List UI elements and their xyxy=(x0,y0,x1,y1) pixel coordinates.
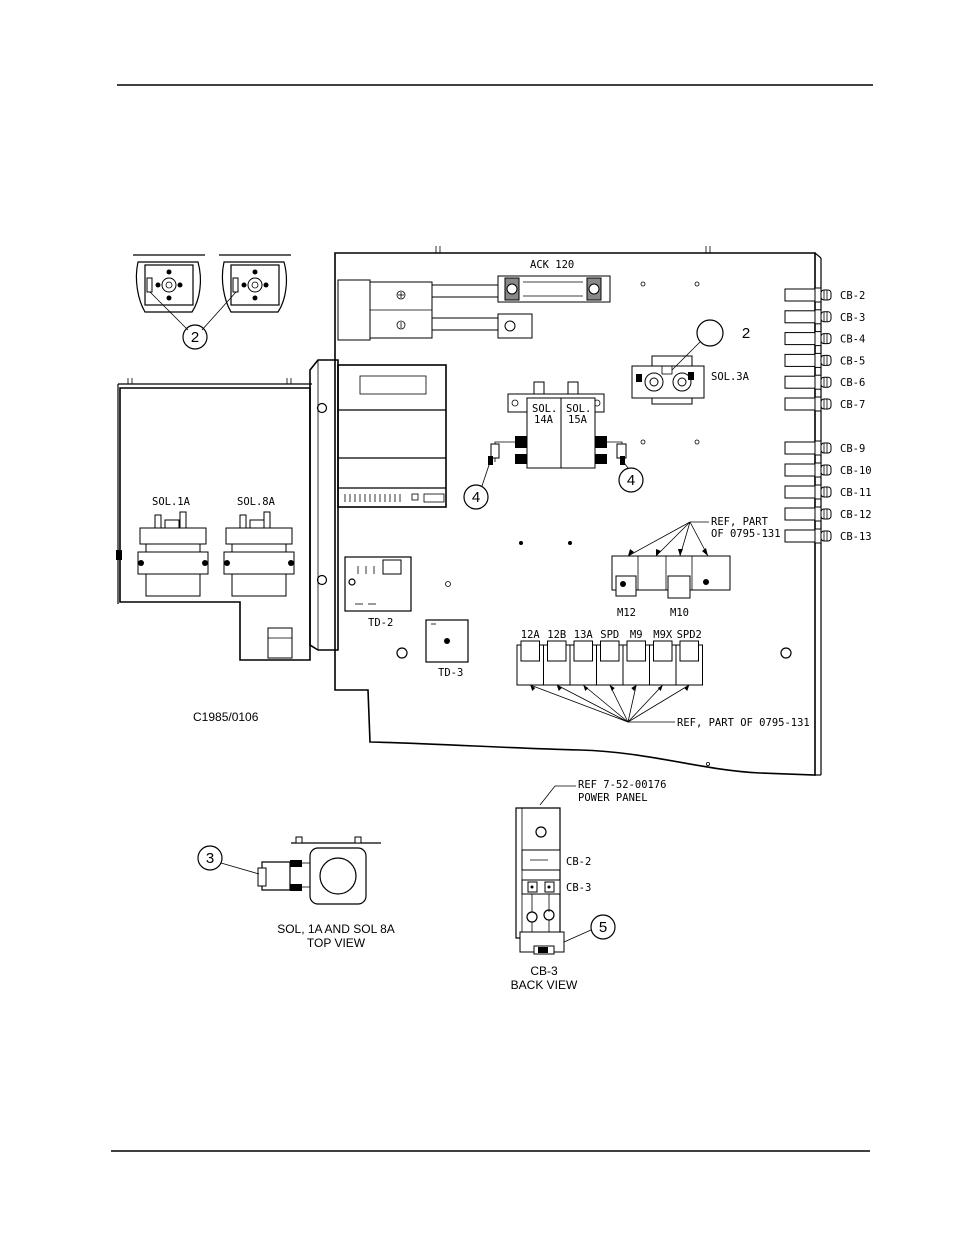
breaker-label: CB-9 xyxy=(840,443,865,455)
callout-left-relay: 4 xyxy=(463,461,491,510)
breaker-column: CB-2CB-3CB-4CB-5CB-6CB-7CB-9CB-10CB-11CB… xyxy=(784,287,872,544)
breaker-label: CB-3 xyxy=(840,312,865,324)
breaker-label: CB-5 xyxy=(840,355,865,367)
relay-label: M9 xyxy=(630,629,643,641)
breaker-cb-12: CB-12 xyxy=(784,506,872,522)
breaker-label: CB-11 xyxy=(840,487,872,499)
ack-120-label: ACK 120 xyxy=(530,259,574,271)
sol-8a-label: SOL.8A xyxy=(237,496,276,508)
callout-right-relay: 4 xyxy=(618,459,644,493)
breaker-label: CB-7 xyxy=(840,399,865,411)
sol-1a-label: SOL.1A xyxy=(152,496,191,508)
breaker-cb-3: CB-3 xyxy=(784,309,865,325)
relay-label: SPD xyxy=(600,629,619,641)
callout-top-left-number: 2 xyxy=(191,329,199,346)
relay-row: REF, PART OF 0795-131 12A 12B 13A SPD M9 M9X S… xyxy=(516,629,810,729)
cb3-back-caption-line1: CB-3 xyxy=(530,964,558,978)
breaker-cb-9: CB-9 xyxy=(784,440,865,456)
power-panel-ref-line1: REF 7-52-00176 xyxy=(578,779,667,791)
breaker-label: CB-10 xyxy=(840,465,872,477)
td-3-module: TD-3 xyxy=(396,541,792,679)
relay-12b: 12B xyxy=(543,629,629,723)
breaker-cb-11: CB-11 xyxy=(784,484,872,500)
m10-label: M10 xyxy=(670,607,689,619)
callout-right-relay-number: 4 xyxy=(627,472,635,489)
breaker-label: CB-6 xyxy=(840,377,865,389)
callout-sol3a: 2 xyxy=(671,319,750,371)
callout-cb3-back-number: 5 xyxy=(599,919,607,936)
breaker-label: CB-13 xyxy=(840,531,872,543)
td-2-label: TD-2 xyxy=(368,617,393,629)
power-panel-cb3-label: CB-3 xyxy=(566,882,591,894)
breaker-cb-6: CB-6 xyxy=(784,374,865,390)
sol-top-view: 3 SOL, 1A AND SOL 8A TOP VIEW xyxy=(197,836,395,950)
breaker-cb-13: CB-13 xyxy=(784,528,872,544)
sol-top-view-caption-line2: TOP VIEW xyxy=(307,936,366,950)
sol-1a-8a-assembly: SOL.1A SOL.8A xyxy=(116,496,295,597)
m12-m10-assembly: M12 M10 REF, PART OF 0795-131 xyxy=(611,516,781,619)
sol-3a-assembly: SOL.3A xyxy=(631,355,750,405)
breaker-cb-7: CB-7 xyxy=(784,396,865,412)
controller-module xyxy=(337,364,447,508)
relay-spd2: SPD2 xyxy=(627,629,703,723)
relay-12a: 12A xyxy=(516,629,629,723)
breaker-label: CB-12 xyxy=(840,509,872,521)
callout-left-relay-number: 4 xyxy=(472,489,480,506)
breaker-cb-4: CB-4 xyxy=(784,331,865,347)
breaker-label: CB-2 xyxy=(840,290,865,302)
cb3-back-caption-line2: BACK VIEW xyxy=(511,978,578,992)
relay-label: 13A xyxy=(574,629,594,641)
left-side-panel xyxy=(117,359,339,661)
breaker-cb-5: CB-5 xyxy=(784,352,865,368)
relay-label: 12A xyxy=(521,629,541,641)
td-2-module: TD-2 xyxy=(344,556,451,629)
sol-14a-label-line1: SOL. xyxy=(532,403,557,415)
ref-note-upper-line1: REF, PART xyxy=(711,516,769,528)
callout-sol-top-view-number: 3 xyxy=(206,850,214,867)
breaker-label: CB-4 xyxy=(840,334,865,346)
sol-15a-label-line1: SOL. xyxy=(566,403,591,415)
sol-15a-label-line2: 15A xyxy=(568,414,588,426)
sol-14a-label-line2: 14A xyxy=(534,414,554,426)
ref-note-upper-line2: OF 0795-131 xyxy=(711,528,781,540)
relay-m9x: M9X xyxy=(627,629,677,723)
relay-label: 12B xyxy=(547,629,566,641)
ref-note-lower: REF, PART OF 0795-131 xyxy=(677,717,810,729)
power-panel-detail: REF 7-52-00176 POWER PANEL CB-2 CB-3 5 C… xyxy=(511,779,667,992)
ack-120-assembly: ACK 120 xyxy=(337,259,700,341)
sol-14a-15a-assembly: SOL. 14A SOL. 15A xyxy=(488,381,700,469)
m12-label: M12 xyxy=(617,607,636,619)
sol-top-view-caption-line1: SOL, 1A AND SOL 8A xyxy=(277,922,395,936)
callout-top-left: 2 xyxy=(182,324,208,350)
callout-sol3a-number: 2 xyxy=(742,325,750,342)
power-panel-ref-line2: POWER PANEL xyxy=(578,792,648,804)
relay-label: M9X xyxy=(653,629,673,641)
relay-m9: M9 xyxy=(622,629,650,723)
relay-spd: SPD xyxy=(596,629,629,723)
breaker-cb-2: CB-2 xyxy=(784,287,865,303)
td-3-label: TD-3 xyxy=(438,667,463,679)
top-left-solenoid-detail xyxy=(133,254,291,331)
power-panel-cb2-label: CB-2 xyxy=(566,856,591,868)
figure-id: C1985/0106 xyxy=(193,710,259,724)
breaker-cb-10: CB-10 xyxy=(784,462,872,478)
relay-label: SPD2 xyxy=(677,629,702,641)
sol-3a-label: SOL.3A xyxy=(711,371,750,383)
